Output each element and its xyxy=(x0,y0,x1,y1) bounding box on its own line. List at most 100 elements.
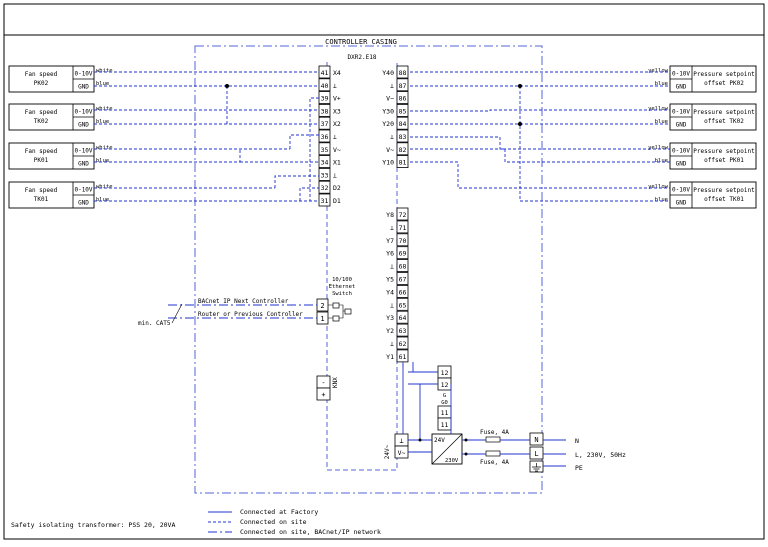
switch-label-2: Ethernet xyxy=(329,284,356,290)
terminal-box xyxy=(318,193,331,207)
terminal-number: 88 xyxy=(399,69,407,77)
ground-icon xyxy=(532,463,541,472)
wire-color-blue: blue xyxy=(655,119,668,125)
terminal-box xyxy=(396,78,409,92)
terminal-box xyxy=(396,129,409,143)
terminal-name: Y20 xyxy=(382,120,394,128)
wire-color-blue: blue xyxy=(655,158,668,164)
signal-label: 0-10V xyxy=(672,187,690,194)
fuse-1 xyxy=(485,436,501,443)
terminal-name: ⊥ xyxy=(333,133,337,141)
terminal-number: 68 xyxy=(399,263,407,271)
g0-label: G0 xyxy=(441,400,448,406)
ethernet-jack-icon xyxy=(344,308,352,315)
gnd-label: GND xyxy=(676,122,687,129)
switch-label-1: 10/100 xyxy=(332,277,352,283)
terminal-number: 65 xyxy=(399,301,407,309)
terminal-box xyxy=(396,259,409,273)
device-id: offset PK02 xyxy=(704,80,744,87)
l-label: L, 230V, 50Hz xyxy=(575,451,626,459)
eth-port-2: 2 xyxy=(320,302,324,310)
junction-dot xyxy=(464,452,468,456)
terminal-number: 87 xyxy=(399,82,407,90)
device-label: Fan speed xyxy=(25,109,58,116)
device-label: Pressure setpoint xyxy=(693,187,755,194)
terminal-number: 36 xyxy=(321,133,329,141)
signal-label: 0-10V xyxy=(74,187,92,194)
device-label: Fan speed xyxy=(25,187,58,194)
ethernet-jack-icon xyxy=(332,302,340,309)
terminal-name: X2 xyxy=(333,120,341,128)
terminal-number: 71 xyxy=(399,224,407,232)
terminal-name: V~ xyxy=(386,95,394,103)
wire-color-blue: blue xyxy=(96,81,109,87)
power-term-v: V~ xyxy=(398,449,406,457)
wire-color-blue: blue xyxy=(96,119,109,125)
terminal-number: 84 xyxy=(399,120,407,128)
terminal-box xyxy=(318,104,331,117)
terminal-number: 37 xyxy=(321,120,329,128)
terminal-name: Y1 xyxy=(386,353,394,361)
device-label: Pressure setpoint xyxy=(693,148,755,155)
signal-label: 0-10V xyxy=(74,109,92,116)
fuse-1-label: Fuse, 4A xyxy=(480,429,509,436)
terminal-number: 70 xyxy=(399,237,407,245)
legend-bacnet: Connected on site, BACnet/IP network xyxy=(240,528,381,536)
wire-color-blue: blue xyxy=(655,197,668,203)
transformer-secondary: 24V xyxy=(434,437,445,444)
signal-label: 0-10V xyxy=(672,148,690,155)
terminal-name: ⊥ xyxy=(390,263,394,271)
terminal-number: 35 xyxy=(321,146,329,154)
gnd-label: GND xyxy=(676,161,687,168)
signal-label: 0-10V xyxy=(74,148,92,155)
junction-dot xyxy=(225,84,229,88)
fuse-2-label: Fuse, 4A xyxy=(480,459,509,466)
device-label: Pressure setpoint xyxy=(693,109,755,116)
signal-label: 0-10V xyxy=(672,109,690,116)
terminal-box xyxy=(318,155,331,169)
terminal-box xyxy=(396,310,409,324)
terminal-box xyxy=(318,78,331,92)
knx-terminal: - + KNX xyxy=(316,375,339,401)
terminal-name: X3 xyxy=(333,107,341,115)
terminal-name: ⊥ xyxy=(333,82,337,90)
gnd-label: GND xyxy=(78,84,89,91)
terminal-number: 62 xyxy=(399,340,407,348)
terminal-name: D1 xyxy=(333,197,341,205)
terminal-box xyxy=(396,323,409,337)
terminal-name: V~ xyxy=(386,146,394,154)
mains-term-n: N xyxy=(534,436,538,444)
gnd-label: GND xyxy=(676,200,687,207)
terminal-number: 72 xyxy=(399,211,407,219)
terminal-box xyxy=(396,116,409,130)
terminal-box xyxy=(396,104,409,117)
right-devices: 0-10V GND Pressure setpoint offset PK02 yell… xyxy=(648,65,757,209)
terminal-number: 66 xyxy=(399,288,407,296)
junction-dot xyxy=(518,84,522,88)
wire-color-white: white xyxy=(96,184,113,190)
terminal-number: 34 xyxy=(321,159,329,167)
terminal-number: 63 xyxy=(399,327,407,335)
terminal-box xyxy=(396,284,409,298)
wire-color-yellow: yellow xyxy=(648,68,669,74)
controller-model: DXR2.E18 xyxy=(348,54,377,61)
mains-term-l: L xyxy=(534,450,538,458)
device-id: TK01 xyxy=(34,196,49,203)
terminal-box xyxy=(318,180,331,194)
term-12b: 12 xyxy=(441,381,449,389)
terminal-number: 39 xyxy=(321,95,329,103)
terminal-box xyxy=(318,129,331,143)
terminal-number: 64 xyxy=(399,314,407,322)
transformer-primary: 230V xyxy=(445,458,459,464)
terminal-number: 81 xyxy=(399,159,407,167)
device-id: TK02 xyxy=(34,118,49,125)
eth-port-1: 1 xyxy=(320,315,324,323)
terminal-box xyxy=(396,207,409,221)
wire-color-yellow: yellow xyxy=(648,184,669,190)
terminal-box xyxy=(396,272,409,285)
wire-color-yellow: yellow xyxy=(648,106,669,112)
signal-label: 0-10V xyxy=(672,71,690,78)
power-block-label: 24V~ xyxy=(384,444,391,459)
